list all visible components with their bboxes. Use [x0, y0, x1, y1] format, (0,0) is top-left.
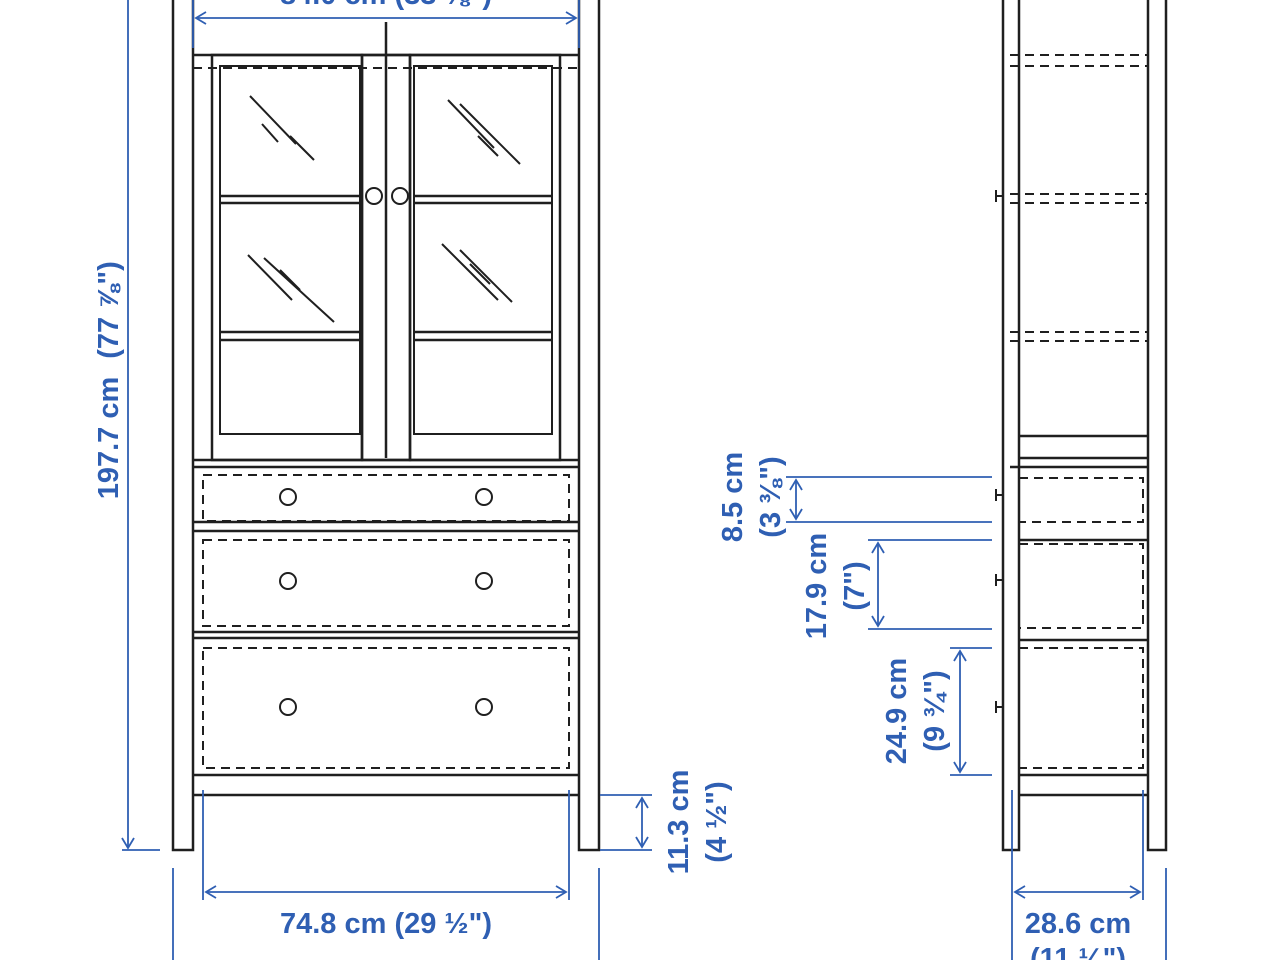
- label-height-in: (77 ⅞"): [93, 261, 125, 359]
- label-top-width: 84.0 cm (33 ⅛"): [280, 0, 492, 11]
- side-front-post: [1001, 0, 1021, 852]
- label-drawer2-cm: 17.9 cm: [801, 533, 833, 639]
- drawer-bottom: [193, 647, 579, 797]
- label-drawer3-cm: 24.9 cm: [881, 658, 913, 764]
- door-knob-right: [391, 187, 409, 205]
- label-drawer1-cm: 8.5 cm: [717, 452, 749, 542]
- glass-door-right: [360, 53, 562, 462]
- label-depth-cm: 28.6 cm: [1025, 908, 1131, 940]
- door-knob-left: [365, 187, 383, 205]
- drawer-middle: [193, 529, 579, 640]
- side-knob-door: [995, 190, 1003, 202]
- glass-door-left: [210, 53, 364, 462]
- side-knob-drawer1: [995, 489, 1003, 501]
- label-base-height-in: (4 ½"): [701, 781, 733, 862]
- label-drawer1-in: (3 ⅜"): [755, 456, 787, 537]
- label-drawer3-in: (9 ¾"): [919, 670, 951, 751]
- left-post: [171, 0, 195, 852]
- side-back-post: [1146, 0, 1168, 852]
- right-post: [577, 0, 601, 852]
- front-view: [171, 0, 601, 852]
- label-depth-in: (11 ¼"): [1030, 943, 1126, 960]
- drawer-top: [193, 474, 579, 524]
- label-base-height-cm: 11.3 cm: [663, 770, 695, 875]
- label-drawer2-in: (7"): [839, 561, 871, 610]
- side-view: [995, 0, 1168, 852]
- side-knob-drawer3: [995, 701, 1003, 713]
- label-height-cm: 197.7 cm: [93, 377, 125, 500]
- dimension-lines: [121, 0, 1167, 960]
- label-drawer-width: 74.8 cm (29 ½"): [280, 908, 492, 940]
- side-knob-drawer2: [995, 574, 1003, 586]
